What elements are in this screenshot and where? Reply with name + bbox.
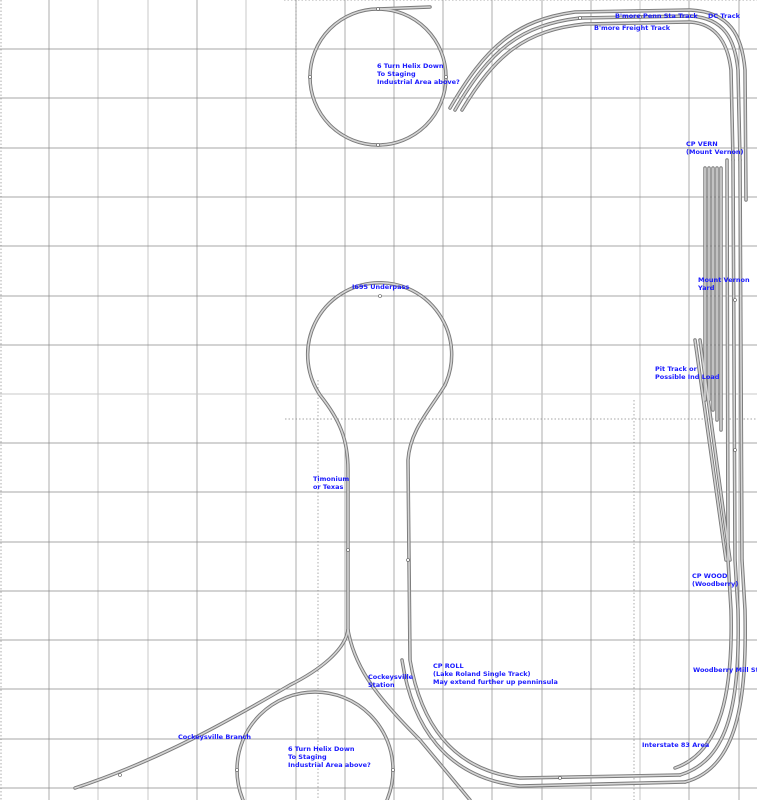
label-bmore-penn-sta-track: B'more Penn Sta Track <box>615 12 698 20</box>
label-top-helix: 6 Turn Helix Down To Staging Industrial … <box>377 62 460 86</box>
label-bmore-freight-track: B'more Freight Track <box>594 24 671 32</box>
label-woodberry-mill: Woodberry Mill Stuff <box>693 666 757 674</box>
label-cockeysville-station: Cockeysville Station <box>368 673 414 689</box>
label-cp-roll: CP ROLL (Lake Roland Single Track) May e… <box>433 662 558 686</box>
label-mount-vernon-yard: Mount Vernon Yard <box>698 276 750 292</box>
label-pit-track: Pit Track or Possible Ind Load <box>655 365 720 381</box>
track-joints <box>118 7 737 780</box>
label-cp-vern: CP VERN (Mount Vernon) <box>686 140 744 156</box>
label-cp-wood: CP WOOD (Woodberry) <box>692 572 739 588</box>
label-bottom-helix: 6 Turn Helix Down To Staging Industrial … <box>288 745 371 769</box>
label-interstate-83: Interstate 83 Area <box>642 741 710 749</box>
label-dc-track: DC Track <box>708 12 740 20</box>
label-i695-underpass: I695 Underpass <box>352 283 410 291</box>
label-cockeysville-branch: Cockeysville Branch <box>178 733 251 741</box>
label-timonium: Timonium or Texas <box>313 475 350 491</box>
track-mainline <box>73 5 748 800</box>
